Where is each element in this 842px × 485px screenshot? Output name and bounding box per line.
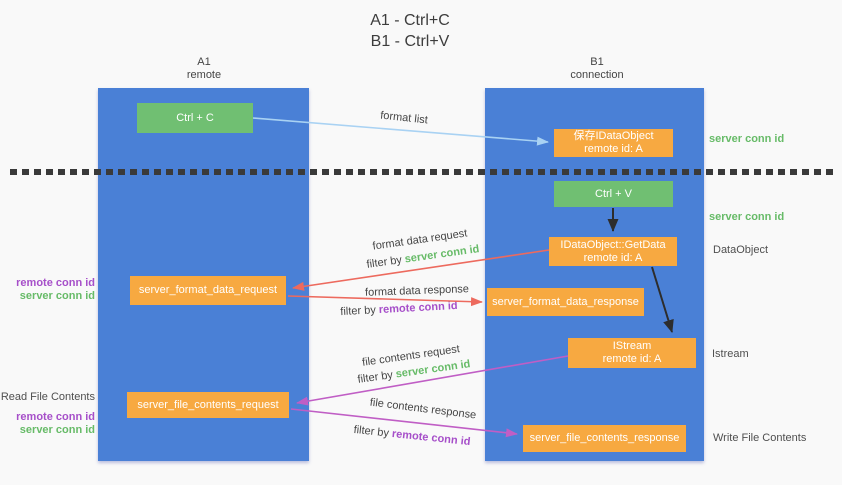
column-header-a1: A1 remote bbox=[187, 56, 221, 82]
filter-file-response-prefix: filter by bbox=[353, 423, 393, 440]
save-idataobject-box: 保存IDataObject remote id: A bbox=[554, 129, 673, 157]
column-a1-name: A1 bbox=[197, 56, 211, 68]
diagram-title: A1 - Ctrl+C B1 - Ctrl+V bbox=[370, 10, 450, 52]
read-file-contents-label: Read File Contents bbox=[0, 391, 95, 403]
filter-format-request-prefix: filter by bbox=[365, 253, 406, 271]
filter-format-response-prefix: filter by bbox=[340, 304, 380, 319]
column-a1-subtitle: remote bbox=[186, 69, 222, 81]
write-file-contents-label: Write File Contents bbox=[713, 432, 807, 444]
file-server-conn-id-label: server conn id bbox=[19, 424, 95, 436]
ctrl-c-label: Ctrl + C bbox=[176, 111, 214, 124]
format-data-response-label: format data response bbox=[364, 283, 470, 299]
file-contents-response-label: file contents response bbox=[369, 396, 477, 422]
istream-line2: remote id: A bbox=[602, 353, 662, 365]
file-request-box: server_file_contents_request bbox=[127, 392, 289, 418]
server-conn-id-mid-label: server conn id bbox=[709, 211, 785, 223]
istream-box: IStream remote id: A bbox=[568, 338, 696, 368]
dotted-divider bbox=[10, 169, 834, 175]
format-response-label: server_format_data_response bbox=[492, 295, 639, 308]
file-response-label: server_file_contents_response bbox=[529, 432, 680, 444]
title-line-2: B1 - Ctrl+V bbox=[370, 33, 450, 50]
filter-format-response-label: filter by remote conn id bbox=[340, 300, 458, 318]
format-request-conn-ids: remote conn id server conn id bbox=[0, 277, 95, 303]
format-request-label: server_format_data_request bbox=[138, 284, 278, 296]
column-b1-subtitle: connection bbox=[570, 69, 624, 81]
filter-file-response-id: remote conn id bbox=[391, 427, 471, 449]
file-remote-conn-id-label: remote conn id bbox=[16, 411, 95, 423]
server-conn-id-top-label: server conn id bbox=[709, 133, 785, 145]
getdata-line1: IDataObject::GetData bbox=[560, 238, 666, 251]
filter-file-request-prefix: filter by bbox=[356, 368, 397, 386]
dataobject-label: DataObject bbox=[713, 244, 769, 256]
ctrl-v-box: Ctrl + V bbox=[554, 181, 673, 207]
file-request-conn-ids: remote conn id server conn id bbox=[0, 411, 95, 437]
save-idataobject-line2: remote id: A bbox=[584, 143, 643, 155]
ctrl-c-box: Ctrl + C bbox=[137, 103, 253, 133]
format-remote-conn-id-label: remote conn id bbox=[16, 277, 95, 289]
save-idataobject-line1: 保存IDataObject bbox=[573, 130, 654, 142]
format-server-conn-id-label: server conn id bbox=[19, 290, 95, 302]
filter-format-response-id: remote conn id bbox=[378, 299, 458, 317]
ctrl-v-label: Ctrl + V bbox=[595, 187, 632, 200]
format-list-label: format list bbox=[379, 109, 429, 127]
format-response-box: server_format_data_response bbox=[487, 288, 644, 316]
file-request-label: server_file_contents_request bbox=[137, 398, 279, 411]
title-line-1: A1 - Ctrl+C bbox=[370, 12, 450, 29]
format-request-box: server_format_data_request bbox=[130, 276, 286, 305]
istream-side-label: Istream bbox=[712, 348, 749, 360]
getdata-box: IDataObject::GetData remote id: A bbox=[549, 237, 677, 266]
file-response-box: server_file_contents_response bbox=[523, 425, 686, 452]
getdata-line2: remote id: A bbox=[583, 251, 643, 264]
filter-file-response-label: filter by remote conn id bbox=[353, 424, 471, 448]
column-b1-name: B1 bbox=[590, 56, 604, 68]
istream-line1: IStream bbox=[612, 340, 652, 352]
column-header-b1: B1 connection bbox=[570, 56, 623, 82]
